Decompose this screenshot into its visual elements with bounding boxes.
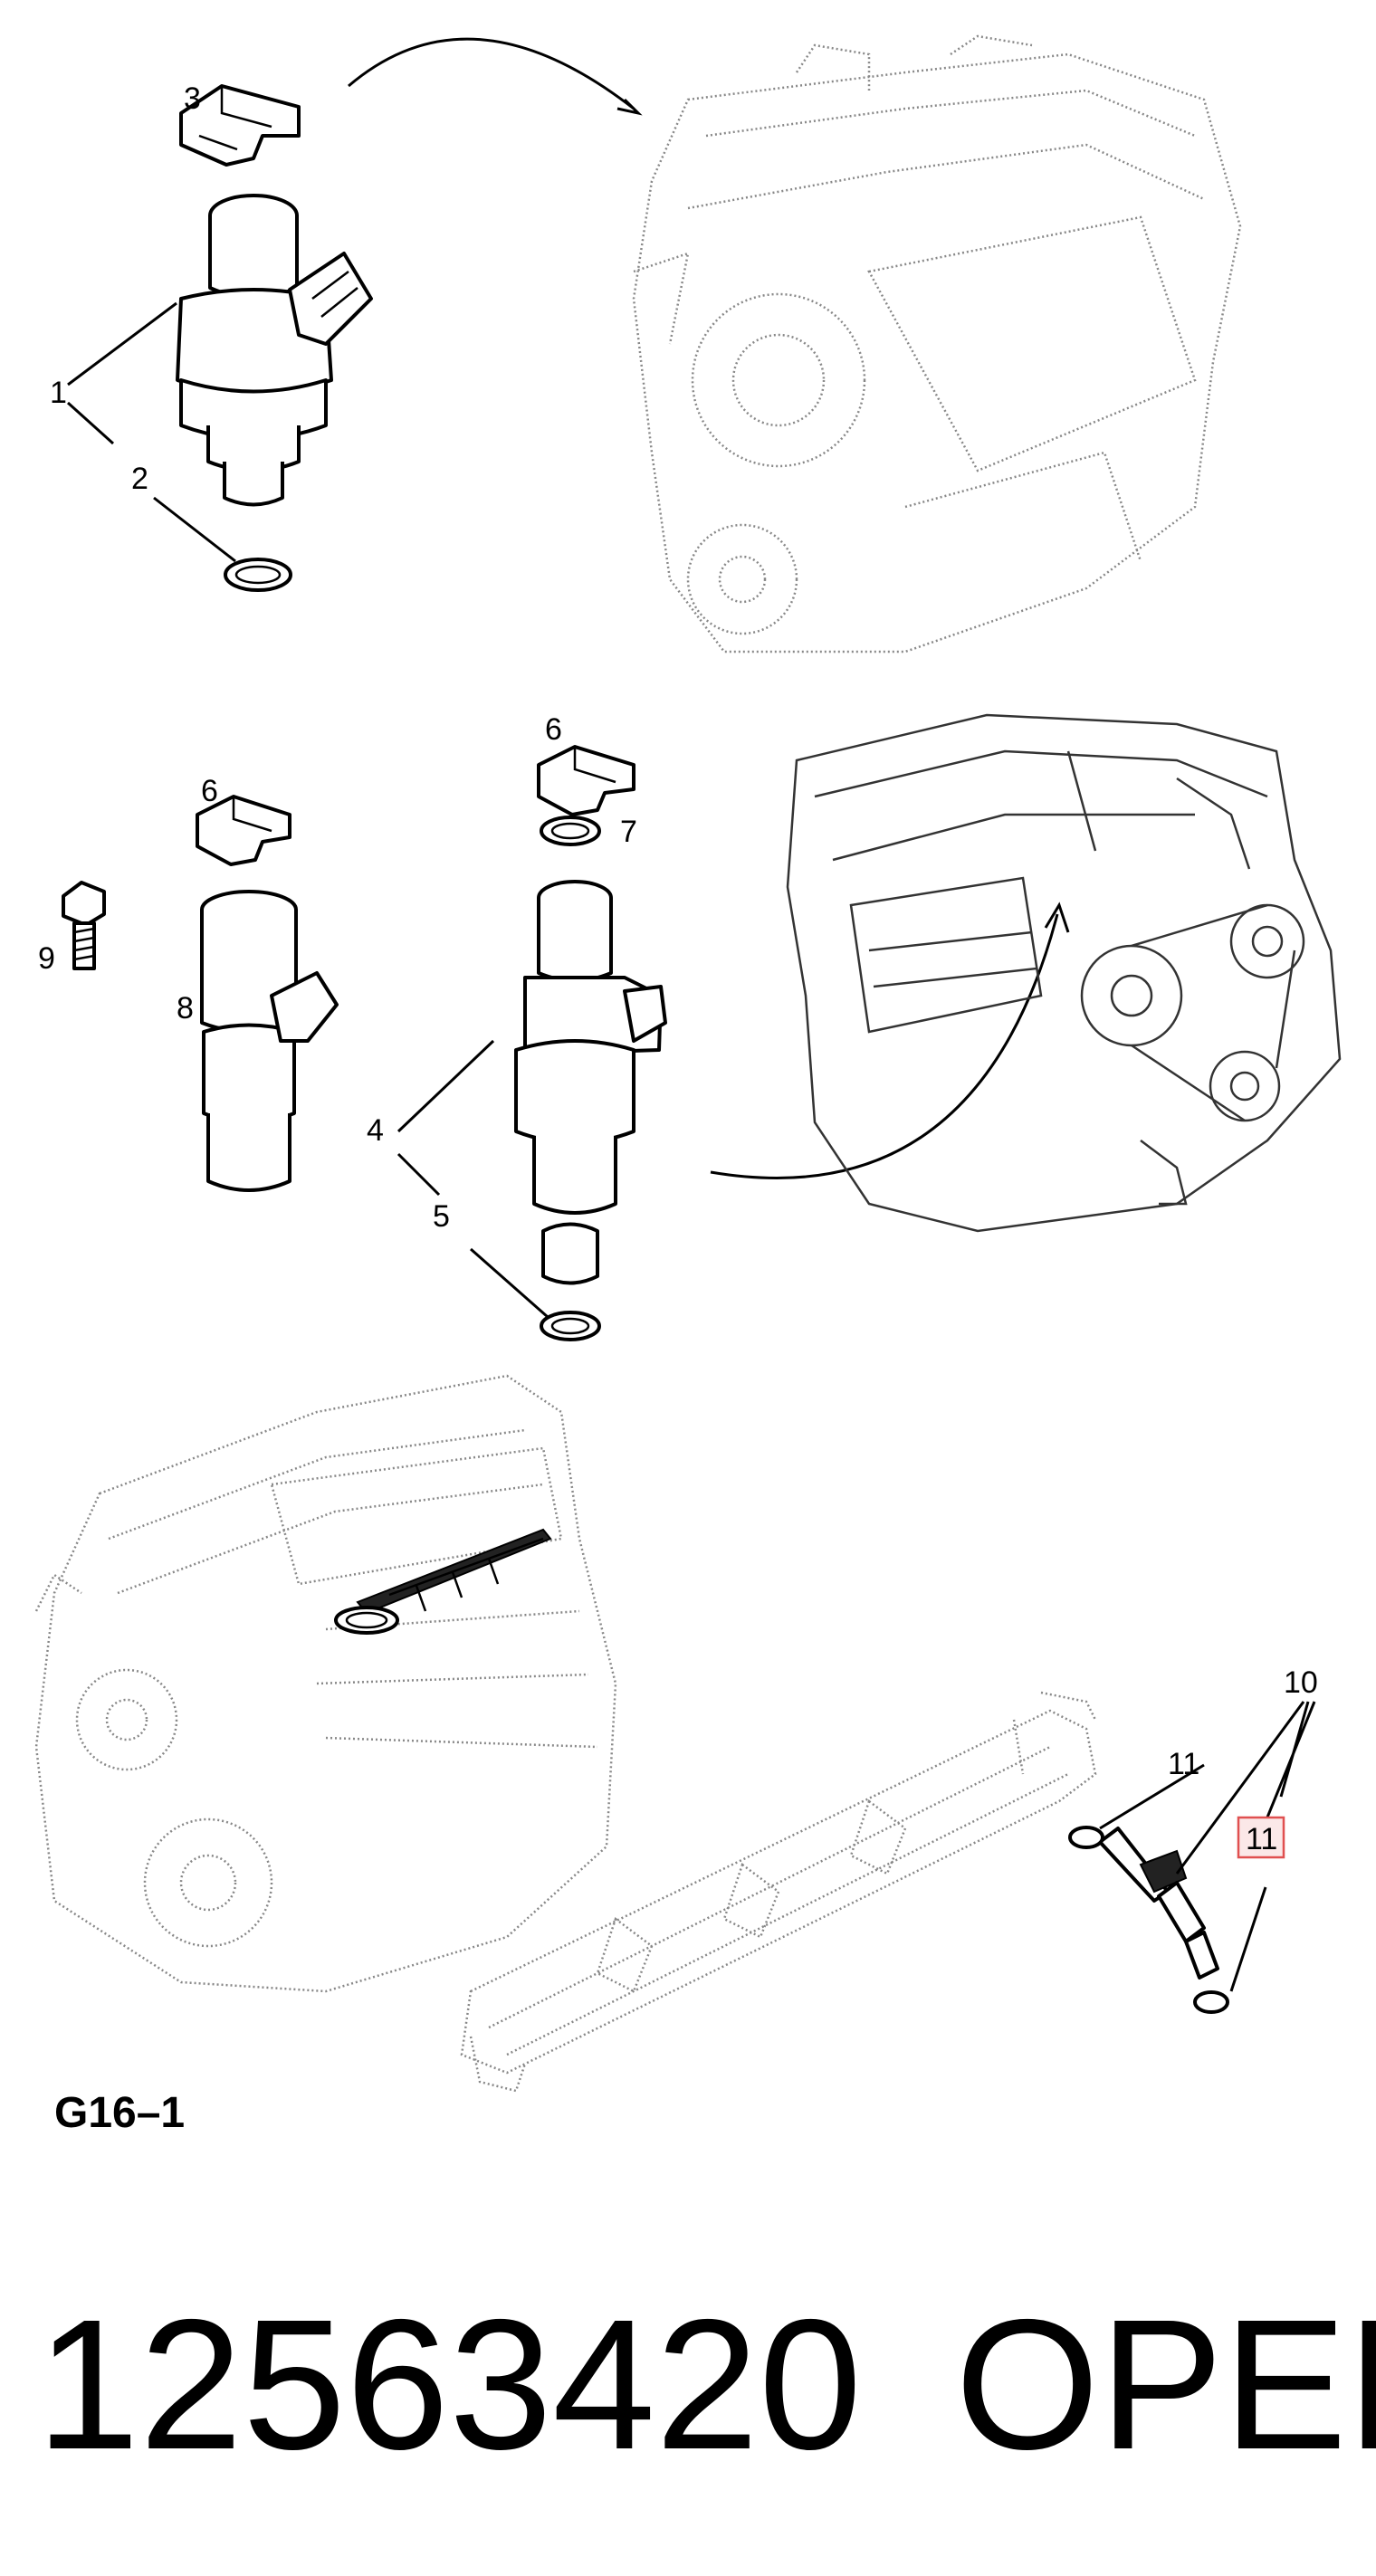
callout-11: 11	[1168, 1747, 1199, 1781]
seal-ring-2	[224, 558, 292, 592]
fuel-injector-10	[1098, 1827, 1219, 1980]
callout-10: 10	[1284, 1665, 1318, 1700]
callout-11-highlighted: 11	[1246, 1822, 1277, 1856]
injector-rail-highlight	[334, 1528, 552, 1635]
o-ring-7	[540, 816, 601, 846]
o-ring-11-upper	[1068, 1826, 1104, 1849]
part-number: 12563420	[36, 2281, 862, 2488]
callout-1: 1	[50, 376, 67, 410]
highlight-box-11	[1237, 1816, 1285, 1859]
figure-code: G16–1	[54, 2089, 185, 2137]
callout-8: 8	[177, 991, 194, 1026]
callout-2: 2	[131, 462, 148, 496]
callout-9: 9	[38, 941, 55, 976]
injector-clip-3	[179, 84, 301, 167]
callout-3: 3	[184, 81, 201, 116]
bolt-9	[62, 881, 106, 970]
callout-7: 7	[620, 815, 637, 849]
fuel-injector-4	[514, 880, 667, 1285]
injector-clip-6-center	[537, 745, 635, 816]
injector-clip-6-left	[196, 795, 291, 866]
engine-illustration-bottom	[34, 1374, 617, 1993]
engine-illustration-middle	[786, 713, 1342, 1233]
fuel-rail-assembly	[460, 1691, 1097, 2093]
callout-6-left: 6	[201, 774, 218, 808]
brand-name: OPEL	[955, 2281, 1376, 2488]
fuel-injector-1	[176, 194, 373, 507]
fuel-injector-8	[200, 890, 339, 1192]
callout-4: 4	[367, 1113, 384, 1148]
o-ring-11-lower	[1193, 1990, 1229, 2014]
engine-illustration-top	[632, 34, 1242, 654]
callout-6-center: 6	[545, 712, 562, 747]
callout-5: 5	[433, 1199, 450, 1234]
seal-ring-5	[540, 1311, 601, 1341]
